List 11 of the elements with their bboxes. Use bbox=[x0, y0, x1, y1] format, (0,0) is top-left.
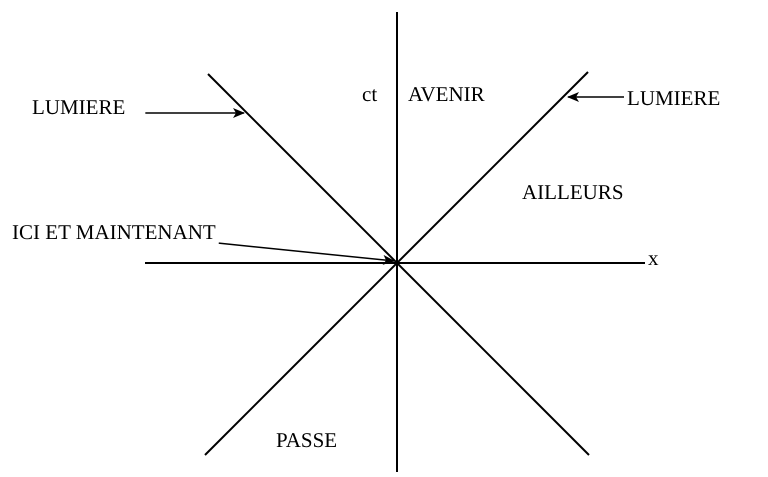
callout-text: ICI ET MAINTENANT bbox=[12, 222, 216, 243]
callout-text: LUMIERE bbox=[627, 88, 720, 109]
region-label: AILLEURS bbox=[522, 182, 624, 203]
axis-label: x bbox=[648, 248, 658, 269]
leader-arrow bbox=[567, 92, 624, 102]
leader-arrow bbox=[218, 242, 395, 265]
callout-text: LUMIERE bbox=[32, 97, 126, 118]
region-label: PASSE bbox=[276, 430, 338, 451]
leader-arrow bbox=[145, 108, 245, 118]
region-label: AVENIR bbox=[408, 84, 485, 105]
axis-label: ct bbox=[362, 84, 378, 105]
